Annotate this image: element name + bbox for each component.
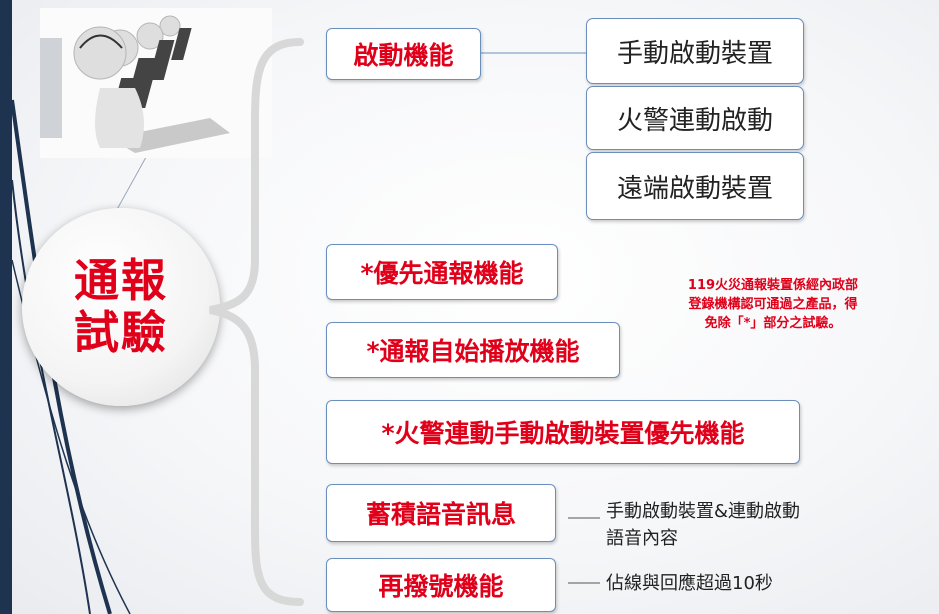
feature-startup: 啟動機能 bbox=[326, 28, 481, 80]
feature-fire-linkage-priority: *火警連動手動啟動裝置優先機能 bbox=[326, 400, 800, 464]
feature-voice-message: 蓄積語音訊息 bbox=[326, 484, 556, 542]
feature-auto-playback: *通報自始播放機能 bbox=[326, 322, 620, 378]
voice-message-desc-line2: 語音內容 bbox=[606, 528, 678, 549]
feature-priority-report: *優先通報機能 bbox=[326, 244, 558, 300]
feature-redial: 再撥號機能 bbox=[326, 558, 556, 612]
center-title-line2: 試驗 bbox=[73, 306, 168, 359]
center-title-circle: 通報 試驗 bbox=[22, 208, 220, 406]
center-title-line1: 通報 bbox=[73, 254, 168, 307]
left-accent-bar bbox=[0, 0, 12, 614]
start-method-remote: 遠端啟動裝置 bbox=[586, 152, 804, 220]
voice-message-desc-line1: 手動啟動裝置&連動啟動 bbox=[606, 501, 801, 522]
curly-brace bbox=[209, 38, 304, 606]
exemption-note: 119火災通報裝置係經內政部 登錄機構認可通過之產品，得 免除「*」部分之試驗。 bbox=[648, 276, 898, 333]
exemption-note-line2: 登錄機構認可通過之產品，得 bbox=[688, 297, 858, 312]
voice-message-description: 手動啟動裝置&連動啟動 語音內容 bbox=[606, 498, 800, 552]
start-method-fire-linkage: 火警連動啟動 bbox=[586, 86, 804, 150]
exemption-note-line3: 免除「*」部分之試驗。 bbox=[704, 316, 842, 331]
redial-description: 佔線與回應超過10秒 bbox=[606, 573, 773, 594]
start-method-manual: 手動啟動裝置 bbox=[586, 18, 804, 84]
call-center-illustration bbox=[40, 8, 272, 158]
exemption-note-line1: 119火災通報裝置係經內政部 bbox=[687, 278, 859, 293]
